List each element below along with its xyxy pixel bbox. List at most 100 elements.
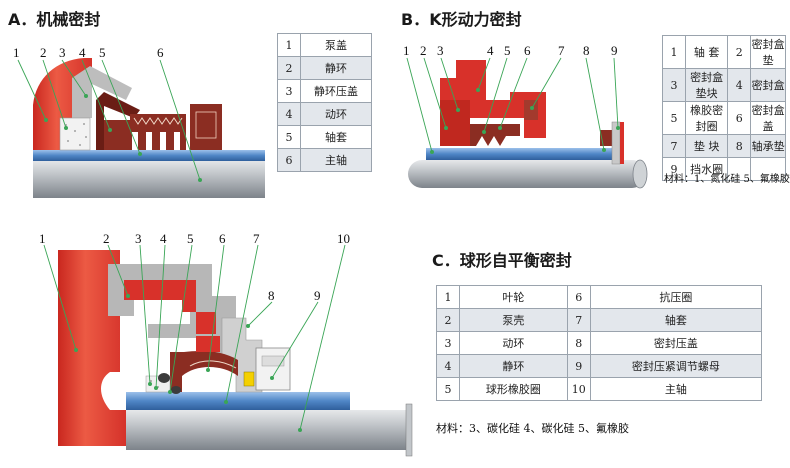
legend-b-name: 密封盒垫	[750, 35, 786, 69]
b-main-shaft	[408, 160, 646, 188]
a-callout-3: 3	[59, 45, 66, 60]
c-callout-2: 2	[103, 231, 110, 246]
legend-a-name: 泵盖	[300, 33, 372, 57]
legend-b-num: 3	[662, 68, 686, 102]
section-b-title: B．K形动力密封	[401, 10, 522, 29]
legend-a-num: 6	[277, 148, 301, 172]
diagram-c-spherical-seal: 1 2 3 4 5 6 7 8 9 10	[39, 231, 413, 457]
a-collar	[190, 104, 222, 150]
legend-a-name: 主轴	[300, 148, 372, 172]
legend-a-num: 5	[277, 125, 301, 149]
a-rotating-ring	[104, 114, 186, 150]
b-rubber-seal	[470, 124, 520, 146]
a-static-ring	[59, 117, 91, 151]
legend-b-num: 9	[662, 157, 686, 181]
legend-b-num: 7	[662, 134, 686, 158]
legend-b-name: 密封盒垫块	[684, 68, 729, 102]
c-callout-5: 5	[187, 231, 194, 246]
a-callout-5: 5	[99, 45, 106, 60]
legend-a-num: 3	[277, 79, 301, 103]
b-callout-5: 5	[504, 43, 511, 58]
c-callout-8: 8	[268, 288, 275, 303]
legend-b-name: 密封盒	[750, 68, 786, 102]
legend-c-num: 4	[436, 354, 460, 378]
c-shaft-sleeve	[126, 392, 350, 410]
diagram-a-mechanical-seal: 1 2 3 4 5 6	[13, 45, 265, 198]
legend-b-name: 挡水圈	[684, 157, 729, 181]
legend-c-num: 1	[436, 285, 460, 309]
legend-c-num: 7	[566, 308, 591, 332]
c-main-shaft	[126, 410, 408, 450]
a-gland-hook	[96, 92, 140, 150]
legend-b-name: 轴 套	[684, 35, 729, 69]
legend-b-name: 密封盒盖	[750, 101, 786, 135]
material-b: 材料：1、氮化硅 5、氟橡胶	[664, 174, 790, 185]
legend-c-name: 叶轮	[459, 285, 568, 309]
a-callout-4: 4	[79, 45, 86, 60]
legend-c-num: 6	[566, 285, 591, 309]
legend-c-name: 主轴	[589, 377, 763, 401]
b-callout-1: 1	[403, 43, 410, 58]
c-callout-4: 4	[160, 231, 167, 246]
legend-a-name: 静环压盖	[300, 79, 372, 103]
legend-c-num: 2	[436, 308, 460, 332]
legend-b-name: 橡胶密封圈	[684, 101, 729, 135]
legend-c-name: 动环	[459, 331, 568, 355]
legend-c-name: 抗压圈	[589, 285, 763, 309]
legend-b-num: 4	[727, 68, 752, 102]
b-callout-6: 6	[524, 43, 531, 58]
b-callout-2: 2	[420, 43, 427, 58]
a-callout-2: 2	[40, 45, 47, 60]
legend-b-name: 轴承垫	[750, 134, 786, 158]
legend-a-name: 静环	[300, 56, 372, 80]
c-callout-3: 3	[135, 231, 142, 246]
legend-c-num: 10	[566, 377, 591, 401]
legend-b-num: 5	[662, 101, 686, 135]
section-a-title: A．机械密封	[8, 10, 101, 29]
a-shaft-sleeve	[33, 150, 265, 161]
material-c: 材料：3、碳化硅 4、碳化硅 5、氟橡胶	[436, 422, 629, 435]
b-callout-3: 3	[437, 43, 444, 58]
legend-a-name: 动环	[300, 102, 372, 126]
legend-b-num: 6	[727, 101, 752, 135]
legend-a-num: 4	[277, 102, 301, 126]
c-callout-1: 1	[39, 231, 46, 246]
legend-b-name: 垫 块	[684, 134, 729, 158]
section-c-title: C．球形自平衡密封	[432, 251, 572, 270]
legend-c-name: 静环	[459, 354, 568, 378]
a-callout-6: 6	[157, 45, 164, 60]
legend-b-name	[750, 157, 786, 181]
a-main-shaft	[33, 160, 265, 198]
legend-c-name: 泵壳	[459, 308, 568, 332]
legend-c-num: 5	[436, 377, 460, 401]
c-yellow-ring	[243, 371, 255, 387]
legend-c-name: 密封压紧调节螺母	[589, 354, 763, 378]
c-callout-7: 7	[253, 231, 260, 246]
b-callout-7: 7	[558, 43, 565, 58]
c-rotating-ring	[170, 350, 238, 392]
legend-c-name: 球形橡胶圈	[459, 377, 568, 401]
legend-c-num: 8	[566, 331, 591, 355]
a-gland	[72, 66, 132, 118]
legend-c-num: 3	[436, 331, 460, 355]
legend-c-num: 9	[566, 354, 591, 378]
b-callout-4: 4	[487, 43, 494, 58]
a-callout-1: 1	[13, 45, 20, 60]
